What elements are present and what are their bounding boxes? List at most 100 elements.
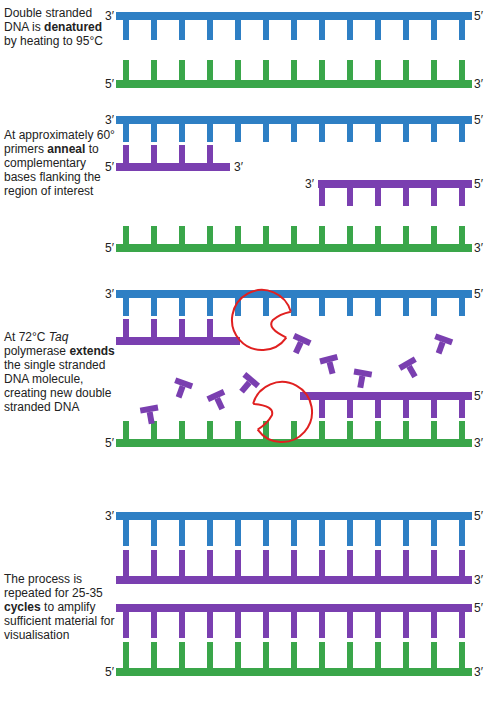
nucleotide-base — [375, 400, 381, 418]
nucleotide-base — [123, 60, 129, 80]
nucleotide-base — [403, 642, 409, 668]
nucleotide-base — [431, 612, 437, 638]
strand-end-label: 3′ — [105, 287, 114, 301]
step-description: The process is repeated for 25-35 cycles… — [4, 572, 116, 642]
nucleotide-base — [235, 20, 241, 40]
free-nucleotide — [430, 333, 453, 356]
nucleotide-base — [151, 124, 157, 142]
nucleotide-base — [263, 520, 269, 546]
free-nucleotide — [398, 357, 423, 382]
strand-backbone — [116, 290, 472, 298]
strand-end-label: 5′ — [474, 389, 483, 403]
dna-strand — [116, 145, 230, 171]
nucleotide-base — [207, 421, 213, 439]
nucleotide-base — [291, 124, 297, 142]
nucleotide-base — [431, 298, 437, 316]
nucleotide-base — [406, 365, 417, 378]
dna-strand — [116, 226, 472, 252]
nucleotide-base — [459, 421, 465, 439]
nucleotide-base — [403, 124, 409, 142]
nucleotide-base — [375, 226, 381, 244]
nucleotide-base — [375, 60, 381, 80]
nucleotide-base — [179, 319, 185, 337]
nucleotide-base — [347, 421, 353, 439]
nucleotide-base — [436, 341, 446, 354]
nucleotide-base — [207, 145, 213, 163]
nucleotide-base — [327, 361, 336, 374]
dna-strand — [116, 421, 472, 447]
nucleotide-base — [403, 226, 409, 244]
nucleotide-base — [235, 642, 241, 668]
nucleotide-base — [179, 520, 185, 546]
strand-end-label: 5′ — [474, 113, 483, 127]
nucleotide-base — [123, 520, 129, 546]
nucleotide-base — [291, 612, 297, 638]
strand-end-label: 5′ — [105, 160, 114, 174]
free-nucleotide — [235, 372, 260, 397]
nucleotide-base — [123, 226, 129, 244]
strand-backbone — [116, 668, 472, 676]
nucleotide-base — [207, 60, 213, 80]
nucleotide-base — [291, 520, 297, 546]
nucleotide-base — [151, 298, 157, 316]
nucleotide-base — [151, 319, 157, 337]
nucleotide-base — [123, 298, 129, 316]
nucleotide-base — [347, 20, 353, 40]
nucleotide-base — [319, 124, 325, 142]
nucleotide-base — [319, 642, 325, 668]
strand-end-label: 3′ — [474, 77, 483, 91]
nucleotide-base — [431, 642, 437, 668]
nucleotide-base — [403, 400, 409, 418]
nucleotide-base — [235, 226, 241, 244]
nucleotide-base — [375, 188, 381, 206]
dna-strand — [116, 642, 472, 676]
dna-strand — [116, 319, 240, 345]
nucleotide-base — [151, 520, 157, 546]
strand-end-label: 5′ — [474, 177, 483, 191]
step-description: At 72°C Taq polymerase extends the singl… — [4, 330, 116, 414]
strand-backbone — [116, 163, 230, 171]
nucleotide-base — [459, 124, 465, 142]
nucleotide-base — [319, 550, 325, 576]
nucleotide-base — [431, 60, 437, 80]
nucleotide-base — [179, 124, 185, 142]
strand-end-label: 3′ — [474, 573, 483, 587]
nucleotide-base — [176, 385, 186, 398]
nucleotide-base — [123, 612, 129, 638]
dna-strand — [116, 290, 472, 316]
nucleotide-base — [123, 550, 129, 576]
nucleotide-base — [151, 642, 157, 668]
nucleotide-base — [207, 124, 213, 142]
nucleotide-base — [123, 642, 129, 668]
nucleotide-base — [347, 642, 353, 668]
nucleotide-base — [459, 612, 465, 638]
strand-end-label: 5′ — [105, 77, 114, 91]
strand-backbone — [116, 604, 472, 612]
strand-backbone — [116, 80, 472, 88]
nucleotide-base — [147, 412, 155, 425]
strand-end-label: 3′ — [105, 113, 114, 127]
nucleotide-base — [347, 60, 353, 80]
nucleotide-base — [235, 421, 241, 439]
nucleotide-base — [291, 550, 297, 576]
nucleotide-base — [291, 421, 297, 439]
dna-strand — [116, 116, 472, 142]
nucleotide-base — [375, 520, 381, 546]
nucleotide-base — [459, 400, 465, 418]
nucleotide-base — [357, 376, 365, 389]
strand-end-label: 3′ — [105, 9, 114, 23]
nucleotide-base — [347, 520, 353, 546]
dna-strand — [300, 392, 472, 418]
nucleotide-base — [179, 298, 185, 316]
strand-end-label: 5′ — [474, 601, 483, 615]
nucleotide-base — [347, 188, 353, 206]
nucleotide-base — [151, 60, 157, 80]
nucleotide-base — [403, 421, 409, 439]
nucleotide-base — [347, 400, 353, 418]
taq-polymerase — [250, 377, 317, 446]
nucleotide-base — [207, 550, 213, 576]
nucleotide-base — [347, 124, 353, 142]
strand-backbone — [116, 512, 472, 520]
nucleotide-base — [151, 226, 157, 244]
nucleotide-base — [319, 520, 325, 546]
